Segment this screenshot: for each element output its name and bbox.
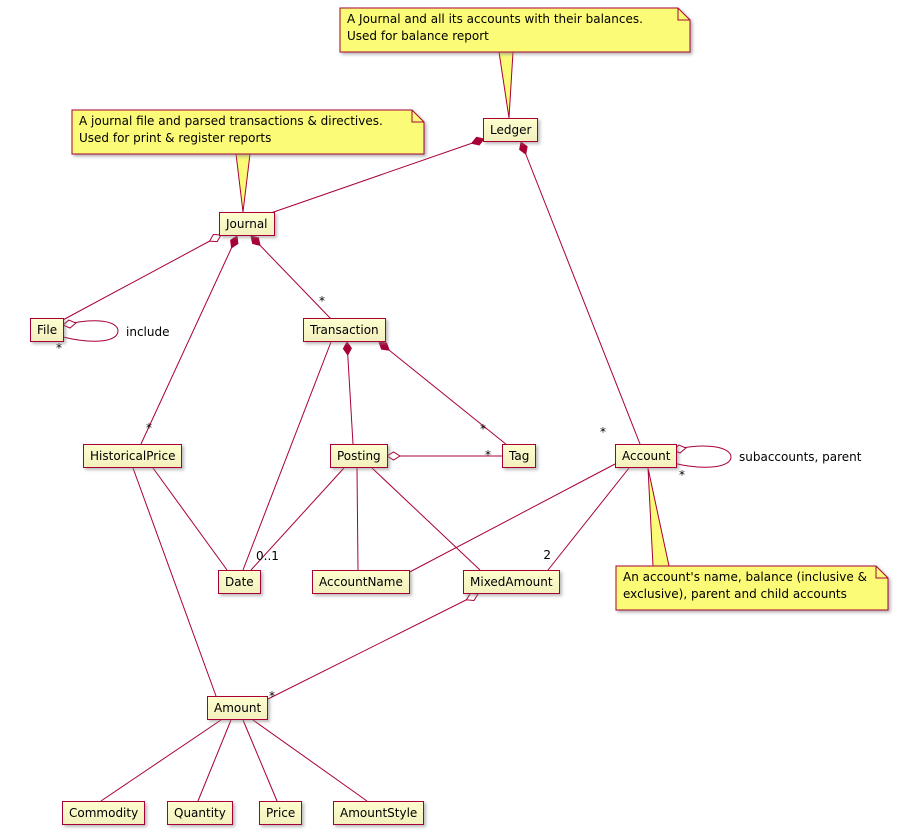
aggregation-diamond-icon-posting-tag bbox=[386, 451, 401, 461]
edge-layer bbox=[60, 136, 732, 802]
edge-posting-date bbox=[250, 467, 345, 571]
edge-multiplicity-journal-transaction: * bbox=[319, 294, 325, 308]
edge-multiplicity-file-include: * bbox=[56, 341, 62, 355]
node-commodity: Commodity bbox=[62, 801, 146, 825]
note-ledger bbox=[339, 7, 691, 53]
aggregation-diamond-icon-journal-file bbox=[208, 234, 222, 243]
edge-historicalprice-date bbox=[152, 467, 228, 571]
note-account-line-2: exclusive), parent and child accounts bbox=[623, 587, 847, 601]
edge-transaction-tag bbox=[378, 341, 508, 446]
note-journal-fold-icon bbox=[411, 110, 424, 123]
node-amount: Amount bbox=[207, 696, 269, 720]
edge-name-account-self: subaccounts, parent bbox=[739, 450, 862, 464]
edge-multiplicity-account-mixedamount: 2 bbox=[543, 548, 551, 562]
edge-multiplicity-journal-historicalprice: * bbox=[146, 421, 152, 435]
edge-journal-historicalprice bbox=[140, 235, 238, 445]
edge-account-self bbox=[672, 445, 732, 468]
edge-posting-accountname bbox=[356, 467, 359, 571]
node-historicalprice: HistoricalPrice bbox=[83, 444, 183, 468]
composition-diamond-icon-journal-transaction bbox=[250, 235, 261, 247]
composition-diamond-icon-transaction-posting bbox=[342, 341, 352, 356]
edge-account-accountname bbox=[403, 463, 616, 576]
node-quantity: Quantity bbox=[167, 801, 233, 825]
edge-journal-transaction bbox=[250, 235, 332, 320]
node-tag: Tag bbox=[502, 444, 537, 468]
edge-transaction-date bbox=[242, 341, 332, 571]
composition-diamond-icon-ledger-account bbox=[519, 141, 528, 155]
edge-multiplicity-transaction-date: 0..1 bbox=[256, 549, 279, 563]
note-account-line-1: An account's name, balance (inclusive & bbox=[623, 570, 867, 584]
note-account bbox=[615, 565, 889, 611]
composition-diamond-icon-journal-historicalprice bbox=[230, 235, 239, 249]
edge-journal-file bbox=[60, 234, 222, 322]
edge-transaction-posting bbox=[346, 341, 354, 445]
edge-multiplicity-ledger-account: * bbox=[600, 425, 606, 439]
node-journal: Journal bbox=[219, 212, 275, 236]
edge-ledger-account bbox=[520, 141, 641, 445]
node-transaction: Transaction bbox=[303, 318, 386, 342]
edge-multiplicity-mixedamount-amount: * bbox=[269, 689, 275, 703]
edge-multiplicity-transaction-tag: * bbox=[480, 422, 486, 436]
edge-amount-quantity bbox=[197, 719, 232, 802]
note-ledger-text: A Journal and all its accounts with thei… bbox=[347, 11, 643, 45]
node-price: Price bbox=[259, 801, 303, 825]
edge-amount-price bbox=[242, 719, 278, 802]
edge-multiplicity-posting-tag: * bbox=[485, 448, 491, 462]
note-pointer-ledger bbox=[498, 51, 514, 119]
note-layer bbox=[71, 7, 889, 611]
note-account-text: An account's name, balance (inclusive & … bbox=[623, 569, 867, 603]
note-ledger-line-1: A Journal and all its accounts with thei… bbox=[347, 12, 643, 26]
note-pointer-journal bbox=[235, 153, 251, 213]
node-account: Account bbox=[615, 444, 678, 468]
edge-label-layer: * * include * * * * 0..1 * subaccounts, parent 2 * bbox=[56, 294, 862, 703]
edge-account-mixedamount bbox=[547, 467, 630, 571]
note-account-fold-icon bbox=[875, 566, 888, 579]
edge-file-include bbox=[62, 320, 119, 342]
node-date: Date bbox=[218, 570, 261, 594]
edge-multiplicity-account-self: * bbox=[679, 468, 685, 482]
note-journal bbox=[71, 109, 425, 155]
edge-historicalprice-amount bbox=[132, 467, 217, 697]
node-posting: Posting bbox=[330, 444, 388, 468]
aggregation-diamond-icon-file-include bbox=[62, 319, 77, 329]
edge-name-file-include: include bbox=[126, 325, 169, 339]
note-pointer-account bbox=[647, 467, 670, 567]
node-file: File bbox=[30, 318, 65, 342]
composition-diamond-icon-ledger-journal bbox=[470, 136, 485, 146]
edge-ledger-journal bbox=[267, 138, 485, 215]
note-ledger-fold-icon bbox=[677, 8, 690, 21]
aggregation-diamond-icon-mixedamount-amount bbox=[465, 592, 479, 602]
node-mixedamount: MixedAmount bbox=[463, 570, 560, 594]
edge-amount-commodity bbox=[100, 719, 222, 802]
node-amountstyle: AmountStyle bbox=[333, 801, 425, 825]
note-ledger-line-2: Used for balance report bbox=[347, 29, 489, 43]
edge-mixedamount-amount bbox=[263, 593, 479, 702]
edge-amount-amountstyle bbox=[252, 719, 368, 802]
edge-posting-mixedamount bbox=[371, 467, 481, 571]
note-journal-text: A journal file and parsed transactions &… bbox=[79, 113, 383, 147]
node-ledger: Ledger bbox=[483, 118, 539, 142]
node-accountname: AccountName bbox=[312, 570, 410, 594]
note-journal-line-1: A journal file and parsed transactions &… bbox=[79, 114, 383, 128]
composition-diamond-icon-transaction-tag bbox=[378, 341, 390, 351]
note-journal-line-2: Used for print & register reports bbox=[79, 131, 272, 145]
